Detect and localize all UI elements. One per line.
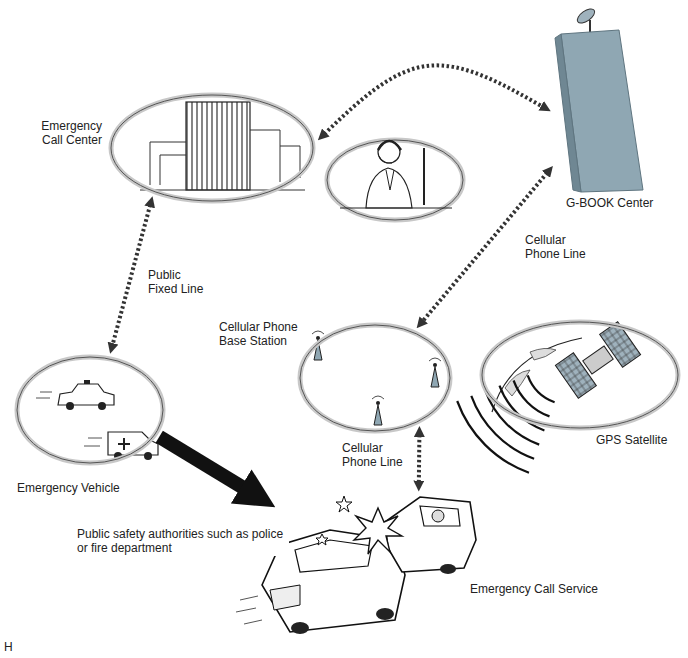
continent — [505, 348, 556, 396]
vehicle-ellipse-outline — [15, 355, 165, 465]
tie — [386, 170, 394, 190]
wave — [457, 401, 529, 473]
figure-code: H — [4, 640, 13, 654]
antenna-signal — [372, 396, 384, 399]
server-tower-outline — [555, 30, 643, 192]
antenna-signal — [312, 331, 324, 334]
wheel — [144, 452, 152, 460]
low-building — [160, 155, 186, 185]
low-building — [280, 146, 300, 178]
police-car — [36, 380, 114, 410]
crash-scene: Emergency Call Service — [247, 485, 477, 635]
low-building — [250, 130, 280, 182]
wave — [528, 375, 555, 402]
ellipse-line — [111, 95, 313, 201]
satellite-body — [583, 346, 613, 374]
operator-ellipse — [327, 140, 463, 220]
headlight — [270, 585, 300, 610]
vehicle-ellipse: Emergency Vehicle — [15, 355, 165, 465]
skid-lines — [236, 596, 262, 624]
wheel — [440, 564, 456, 574]
dotted-connector — [417, 435, 422, 483]
wheel — [376, 608, 394, 620]
headset-mic — [379, 156, 392, 163]
desk — [340, 208, 452, 209]
ellipse-ring — [300, 325, 450, 431]
small-star — [336, 496, 352, 512]
ellipse-line — [482, 322, 678, 428]
operator-body — [366, 168, 412, 208]
wheel — [98, 402, 106, 410]
wheel — [291, 622, 309, 634]
speed-lines — [84, 438, 102, 446]
dish — [575, 6, 597, 26]
ellipse-line — [300, 325, 450, 431]
call-center-ellipse: Emergency Call Center — [109, 93, 315, 203]
operator-head — [378, 141, 400, 163]
antenna-tip — [376, 401, 380, 405]
ellipse-ring — [111, 95, 313, 201]
server-tower: G-BOOK Center — [555, 30, 643, 192]
solar-panel — [555, 353, 596, 398]
collision-figure — [236, 496, 476, 634]
node-label: Emergency Vehicle — [17, 481, 120, 495]
rear-window — [420, 506, 460, 526]
ellipse-ring — [17, 357, 163, 463]
dish-antenna — [575, 6, 597, 32]
low-building — [150, 142, 186, 185]
antenna-tip — [433, 363, 437, 367]
satellite-ellipse: GPS Satellite — [480, 320, 680, 430]
tall-building — [186, 102, 250, 190]
office-buildings — [140, 102, 305, 190]
line-label: Public Fixed Line — [146, 268, 214, 297]
node-label: Emergency Call Center — [38, 119, 102, 148]
node-label: Emergency Call Service — [470, 582, 598, 596]
driver-head — [432, 510, 444, 522]
wheel — [66, 402, 74, 410]
ellipse-ring — [482, 322, 678, 428]
red-cross — [118, 438, 130, 450]
impact-star — [354, 508, 402, 554]
node-label: GPS Satellite — [596, 433, 667, 447]
base-antennas — [312, 331, 441, 425]
satellite-ellipse-outline — [480, 320, 680, 430]
small-star — [316, 534, 328, 545]
base-station-ellipse: Cellular Phone Base Station — [298, 323, 452, 433]
line-label: Public safety authorities such as police… — [75, 527, 289, 556]
antenna — [374, 405, 382, 425]
call-center-ellipse-outline — [109, 93, 315, 203]
car-body — [58, 384, 114, 405]
windshield — [295, 540, 372, 572]
headset — [378, 141, 401, 150]
dish-post — [589, 20, 591, 32]
antenna-signal — [429, 358, 441, 361]
ellipse-line — [17, 357, 163, 463]
node-label: Cellular Phone Base Station — [219, 320, 303, 349]
siren — [84, 380, 90, 384]
dispatch-arrow — [159, 437, 254, 495]
line-label: Cellular Phone Line — [523, 233, 593, 262]
base-station-ellipse-outline — [298, 323, 452, 433]
monitor — [423, 148, 425, 205]
line-label: Cellular Phone Line — [340, 441, 410, 470]
operator — [327, 140, 463, 220]
dotted-connector — [324, 65, 543, 134]
operator-ellipse — [327, 140, 463, 220]
dotted-connector — [112, 205, 150, 345]
antenna — [431, 367, 439, 387]
wave — [514, 381, 550, 417]
tower-side — [555, 34, 581, 192]
speed-lines — [36, 392, 52, 398]
node-label: G-BOOK Center — [566, 196, 653, 210]
